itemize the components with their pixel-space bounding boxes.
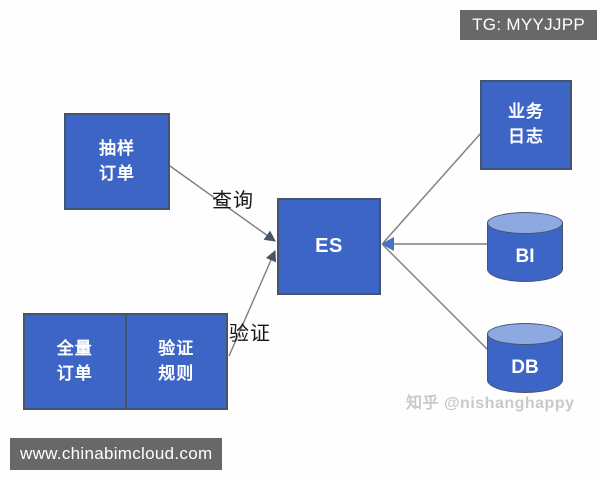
- es-right-arrowhead-icon: [381, 237, 394, 251]
- node-db-label: DB: [511, 357, 539, 378]
- edge-business-log-line: [382, 132, 482, 244]
- node-db-cylinder: DB: [487, 323, 563, 393]
- cylinder-top-ellipse: [487, 212, 563, 234]
- telegram-watermark-badge: TG: MYYJJPP: [460, 10, 597, 40]
- edge-label-query: 查询: [212, 190, 254, 212]
- edge-db-line: [382, 244, 490, 352]
- combo-divider: [124, 315, 127, 408]
- node-validation-rules: 验证 规则: [158, 338, 195, 383]
- node-sample-orders: 抽样 订单: [64, 113, 170, 210]
- website-watermark-badge: www.chinabimcloud.com: [10, 438, 223, 470]
- node-full-orders: 全量 订单: [56, 338, 93, 383]
- edge-label-validate: 验证: [229, 323, 271, 345]
- node-full-orders-validation-rules: 全量 订单 验证 规则: [23, 313, 228, 410]
- edge-query-line: [169, 165, 276, 242]
- cylinder-body: [487, 223, 563, 282]
- cylinder-top-ellipse: [487, 323, 563, 345]
- node-business-log: 业务 日志: [480, 80, 572, 170]
- node-es: ES: [277, 198, 381, 295]
- node-bi-cylinder: BI: [487, 212, 563, 282]
- edge-validate-line: [228, 249, 277, 357]
- node-bi-label: BI: [515, 246, 535, 267]
- zhihu-author-watermark: 知乎 @nishanghappy: [406, 395, 575, 412]
